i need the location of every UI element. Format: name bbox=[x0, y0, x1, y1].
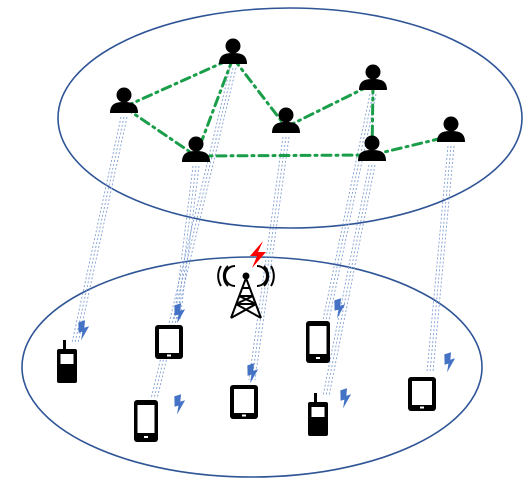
signal-icon bbox=[174, 303, 186, 324]
signal-icon bbox=[247, 363, 259, 384]
person-icon bbox=[182, 136, 210, 162]
tablet-icon bbox=[155, 325, 183, 359]
mapping-line bbox=[254, 136, 290, 381]
feature-phone-icon bbox=[308, 393, 328, 436]
person-icon bbox=[272, 107, 300, 133]
mapping-line bbox=[150, 67, 231, 400]
social-link bbox=[231, 56, 288, 129]
signal-icon bbox=[340, 388, 352, 409]
person-icon bbox=[219, 38, 247, 64]
mapping-line bbox=[322, 93, 371, 321]
mapping-line bbox=[251, 136, 287, 381]
mapping-line bbox=[176, 165, 197, 321]
social-link bbox=[194, 153, 374, 158]
signal-icon bbox=[78, 320, 90, 341]
tablet-icon bbox=[408, 377, 436, 411]
person-icon bbox=[359, 64, 387, 90]
mapping-line bbox=[328, 164, 376, 397]
smartphone-icon bbox=[306, 321, 330, 363]
mapping-line bbox=[325, 93, 374, 321]
lightning-bolt-icon bbox=[250, 241, 266, 268]
mapping-line bbox=[432, 145, 455, 373]
mapping-line bbox=[71, 116, 122, 344]
person-icon bbox=[437, 116, 465, 142]
mapping-line bbox=[74, 116, 125, 344]
mapping-line bbox=[77, 116, 128, 344]
person-icon bbox=[358, 135, 386, 161]
signal-icon bbox=[334, 298, 346, 319]
mapping-line bbox=[322, 164, 370, 397]
mapping-line bbox=[173, 165, 194, 321]
cell-tower-icon bbox=[217, 241, 275, 319]
social-link bbox=[194, 56, 235, 158]
signal-icon bbox=[174, 394, 186, 415]
mapping-line bbox=[248, 136, 284, 381]
mapping-line bbox=[325, 164, 373, 397]
mapping-line bbox=[153, 67, 234, 400]
smartphone-icon bbox=[134, 400, 158, 442]
social-link bbox=[284, 82, 375, 129]
mapping-line bbox=[156, 67, 237, 400]
person-icon bbox=[110, 87, 138, 113]
social-link bbox=[122, 105, 198, 158]
signal-icon bbox=[444, 352, 456, 373]
social-link bbox=[122, 56, 235, 109]
mapping-line bbox=[429, 145, 452, 373]
tablet-icon bbox=[230, 385, 258, 419]
mapping-line bbox=[179, 165, 200, 321]
mapping-line bbox=[426, 145, 449, 373]
feature-phone-icon bbox=[57, 340, 77, 383]
mapping-line bbox=[328, 93, 377, 321]
